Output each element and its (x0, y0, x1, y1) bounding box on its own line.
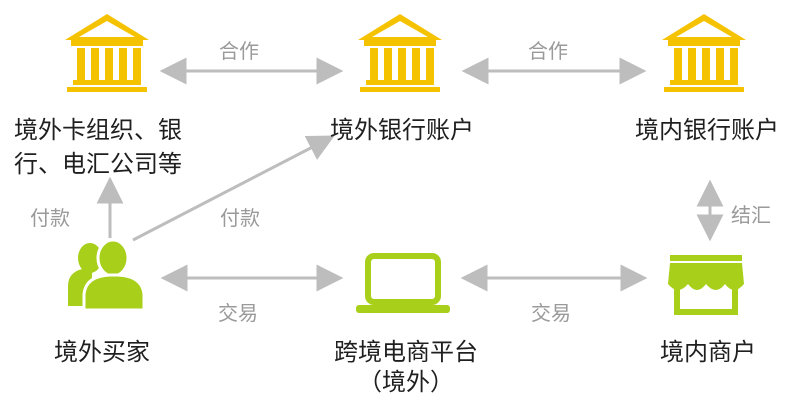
edge-label-coop-1: 合作 (219, 39, 259, 63)
bank-icon (65, 14, 149, 92)
node-domestic-merchant: 境内商户 (660, 338, 756, 366)
buyer-icon (68, 238, 146, 312)
edge-label-coop-2: 合作 (528, 39, 568, 63)
arrow-pay-diagonal (132, 135, 335, 242)
shop-icon (668, 255, 744, 315)
edge-label-trade-2: 交易 (531, 301, 571, 325)
node-foreign-buyer: 境外买家 (54, 338, 150, 366)
edge-label-pay-1: 付款 (30, 206, 70, 230)
edge-label-pay-2: 付款 (220, 206, 260, 230)
bank-icon (358, 14, 442, 92)
laptop-icon (356, 253, 450, 313)
node-domestic-bank-account: 境内银行账户 (635, 116, 779, 144)
node-platform-line1: 跨境电商平台 (334, 338, 478, 366)
bank-icon (662, 14, 746, 92)
edge-label-trade-1: 交易 (218, 301, 258, 325)
node-foreign-card-org-line1: 境外卡组织、银 (14, 116, 182, 144)
node-platform-line2: （境外） (358, 368, 454, 396)
node-foreign-card-org-line2: 行、电汇公司等 (14, 150, 182, 178)
edge-label-settle: 结汇 (731, 203, 771, 227)
node-foreign-bank-account: 境外银行账户 (330, 116, 474, 144)
